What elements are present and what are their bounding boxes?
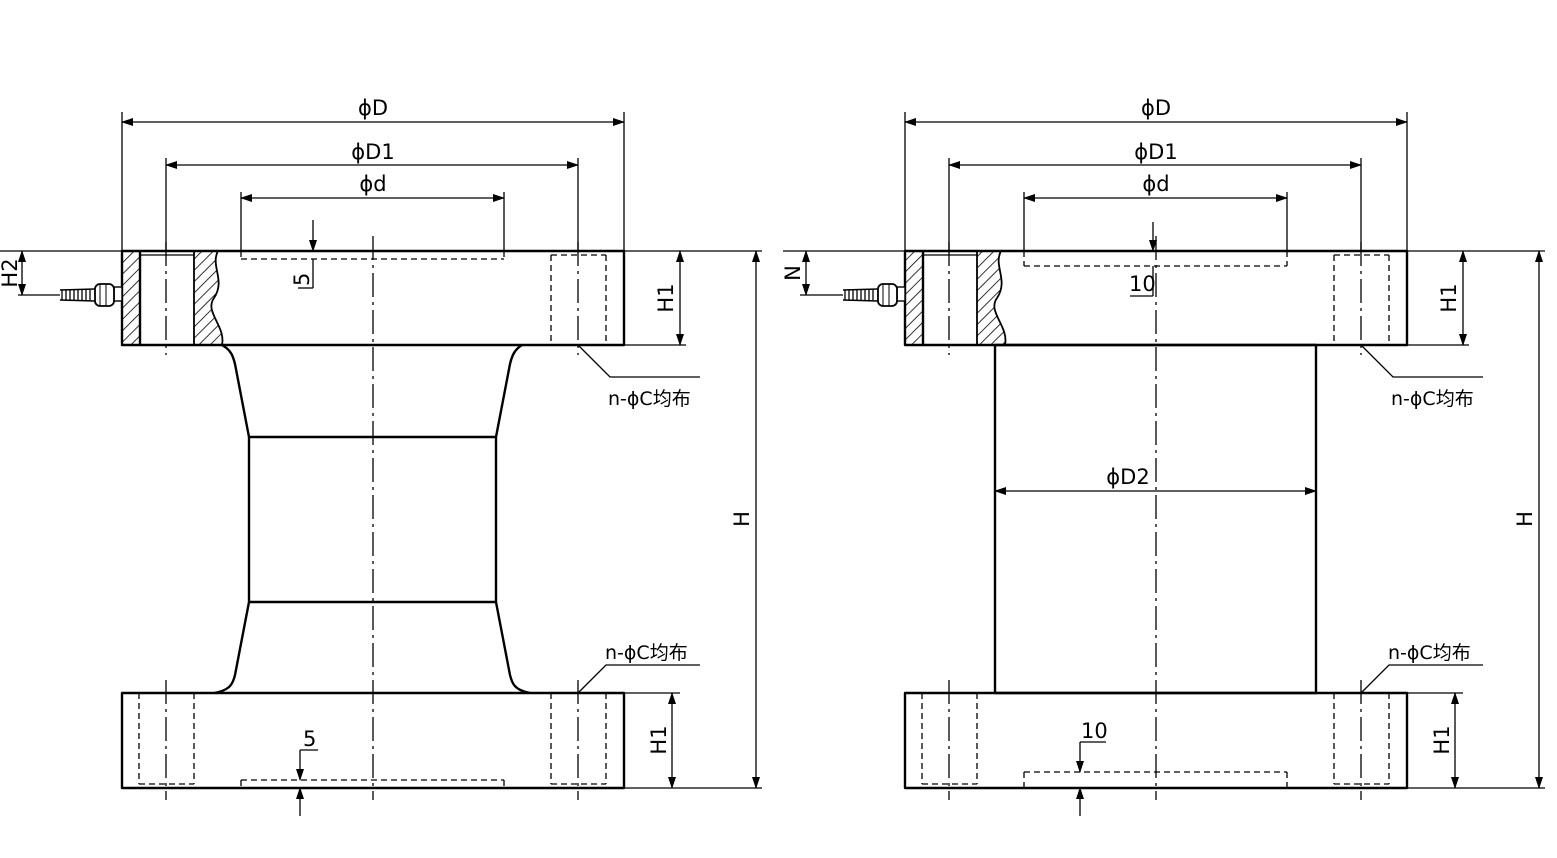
- left-dim-inner-diameter: ϕd: [359, 172, 386, 196]
- left-section-hatch-inner: [193, 250, 224, 346]
- right-dim-top-recess: 10: [1129, 272, 1156, 296]
- right-dim-outer-diameter: ϕD: [1141, 96, 1171, 120]
- left-column-body: [213, 343, 531, 695]
- right-dim-n: N: [781, 265, 805, 281]
- right-note-holes-top: n-ϕC均布: [1391, 388, 1474, 410]
- left-view: ϕD ϕD1 ϕd 5 H2 H1 H H1: [0, 96, 762, 816]
- right-dim-h1-bottom: H1: [1430, 725, 1454, 754]
- right-note-holes-bottom: n-ϕC均布: [1388, 642, 1471, 664]
- right-cable-connector-icon: [825, 283, 906, 307]
- right-dim-height: H: [1513, 511, 1537, 527]
- left-section-hatch-outer: [123, 252, 140, 344]
- left-note-holes-bottom: n-ϕC均布: [605, 642, 688, 664]
- left-dim-bolt-circle: ϕD1: [351, 140, 394, 164]
- right-view: ϕD ϕD1 ϕd 10 ϕD2 N H1 H: [781, 96, 1545, 816]
- right-dim-column-diameter: ϕD2: [1106, 465, 1149, 489]
- left-note-holes-top: n-ϕC均布: [608, 388, 691, 410]
- right-dim-inner-diameter: ϕd: [1142, 172, 1169, 196]
- left-dim-top-recess: 5: [290, 273, 314, 286]
- right-dim-h1-top: H1: [1437, 283, 1461, 312]
- left-dim-outer-diameter: ϕD: [358, 96, 388, 120]
- left-dim-h2: H2: [0, 258, 22, 287]
- right-dim-bottom-recess: 10: [1081, 719, 1108, 743]
- left-dim-bottom-recess: 5: [303, 727, 316, 751]
- right-section-hatch-outer: [906, 252, 923, 344]
- left-dim-h1-bottom: H1: [647, 725, 671, 754]
- left-cable-connector-icon: [42, 283, 123, 307]
- right-dim-bolt-circle: ϕD1: [1134, 140, 1177, 164]
- left-dim-h1-top: H1: [654, 283, 678, 312]
- right-section-hatch-inner: [976, 250, 1007, 346]
- left-dim-height: H: [730, 511, 754, 527]
